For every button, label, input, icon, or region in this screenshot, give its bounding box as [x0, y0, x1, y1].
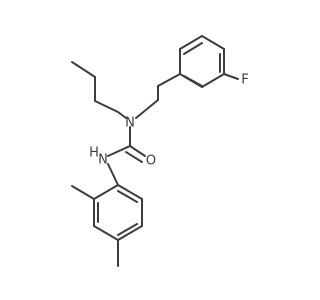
bond-butyl-1	[71, 61, 96, 78]
bond-aring-inner-2	[117, 223, 138, 236]
atom-label-fluorine: F	[241, 73, 248, 88]
bond-co-a	[129, 145, 146, 157]
bond-ethyl-ring	[157, 73, 181, 87]
bond-butyl-n	[117, 111, 127, 119]
atom-label-h-amide: H	[89, 146, 99, 161]
bond-butyl-3	[94, 100, 119, 113]
atom-label-n-amide: N	[98, 153, 108, 168]
bond-n-ethyl	[135, 99, 159, 119]
bond-fring-inner-1	[183, 42, 203, 55]
bond-carbonyl-nh	[107, 145, 131, 157]
atom-label-oxygen: O	[146, 154, 156, 169]
bond-methyl-ortho	[71, 185, 95, 200]
bond-aring-3	[93, 225, 119, 241]
bond-aring-1	[93, 184, 119, 200]
bond-aring-inner-3	[117, 190, 138, 203]
bonds	[71, 35, 239, 267]
bond-aring-4	[117, 225, 143, 241]
bond-fring-2	[179, 35, 203, 50]
atom-labels: N N H O F	[89, 73, 249, 169]
bond-fring-inner-3	[183, 75, 203, 87]
molecule-structure: N N H O F	[71, 35, 249, 267]
atom-label-n-tertiary: N	[125, 116, 135, 131]
bond-c-f	[223, 73, 239, 80]
bond-co-b	[125, 151, 143, 163]
bond-aring-6	[117, 184, 143, 200]
bond-fring-3	[201, 35, 225, 50]
bond-nh-aryl	[107, 163, 119, 186]
bond-fring-5	[201, 73, 225, 88]
